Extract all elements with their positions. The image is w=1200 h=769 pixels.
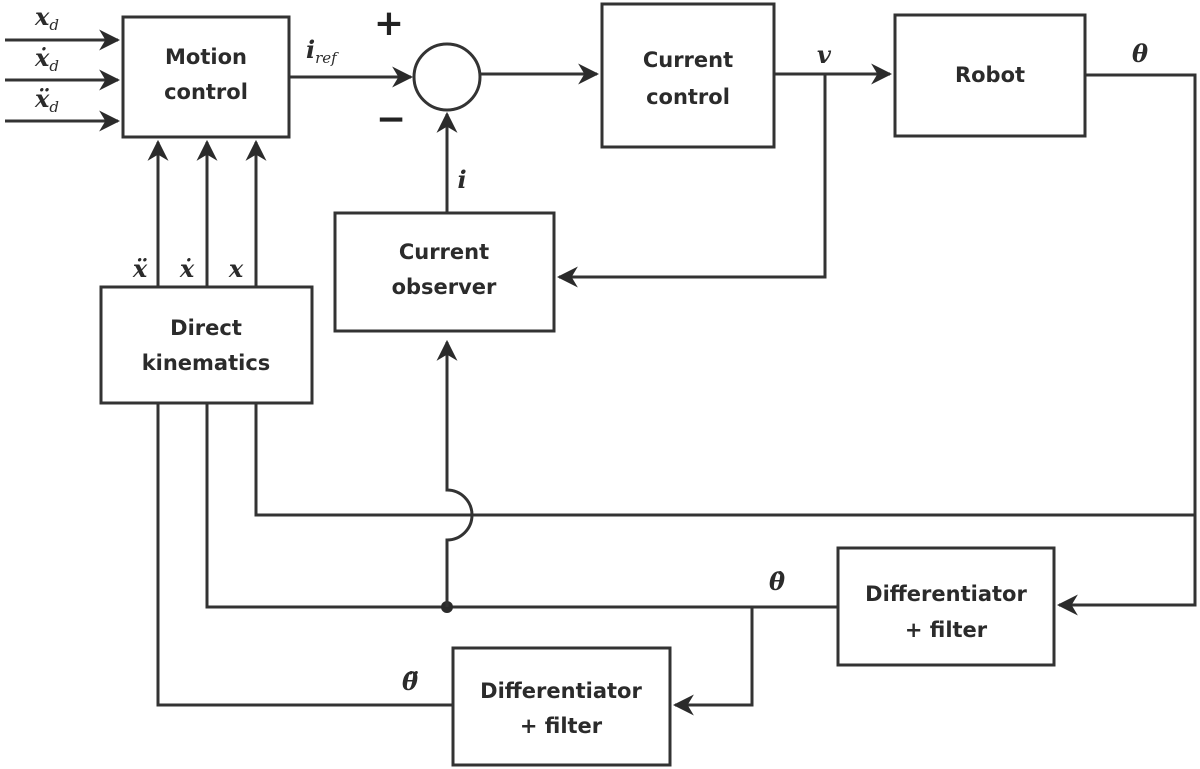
- differentiator-2-label-line1: Differentiator: [480, 679, 642, 703]
- current-control-label-line2: control: [646, 85, 730, 109]
- xd-label: xd: [34, 2, 59, 34]
- i-ref-label: iref: [306, 35, 339, 67]
- summing-junction: [412, 42, 482, 112]
- current-observer-label-line2: observer: [392, 275, 497, 299]
- differentiator-filter-block-1: Differentiator + filter: [836, 546, 1056, 667]
- theta-dot-to-kinematics-line: [205, 403, 838, 609]
- x-ddot-label: ẍ: [132, 254, 148, 283]
- theta-to-differentiator-line: [1056, 73, 1197, 616]
- robot-block: Robot: [893, 13, 1087, 138]
- i-label: i: [457, 165, 466, 194]
- theta-ddot-to-kinematics-line: [156, 403, 453, 707]
- direct-kinematics-label-line1: Direct: [170, 316, 242, 340]
- xd-ddot-label: ẍd: [34, 84, 59, 116]
- current-control-label-line1: Current: [643, 48, 733, 72]
- differentiator-filter-block-2: Differentiator + filter: [451, 646, 672, 767]
- motion-control-label-line1: Motion: [165, 45, 247, 69]
- theta-dot-label: θ̇: [769, 567, 785, 596]
- theta-dot-to-observer-line: [436, 339, 474, 607]
- current-observer-label-line1: Current: [399, 240, 489, 264]
- plus-sign: +: [374, 3, 404, 44]
- motion-control-label-line2: control: [164, 80, 248, 104]
- theta-dot-to-differentiator-line: [672, 607, 754, 716]
- robot-label: Robot: [955, 63, 1025, 87]
- theta-label: θ: [1132, 39, 1148, 68]
- motion-control-block: Motion control: [121, 15, 291, 139]
- xd-dot-label: ẋd: [34, 43, 59, 75]
- current-observer-block: Current observer: [333, 211, 556, 333]
- differentiator-1-label-line1: Differentiator: [865, 582, 1027, 606]
- x-dot-label: ẋ: [179, 254, 195, 283]
- x-label: x: [228, 254, 244, 283]
- direct-kinematics-label-line2: kinematics: [142, 351, 271, 375]
- differentiator-2-label-line2: + filter: [520, 714, 603, 738]
- current-control-block: Current control: [600, 2, 776, 149]
- v-label: v: [817, 40, 832, 69]
- direct-kinematics-block: Direct kinematics: [99, 285, 314, 405]
- voltage-to-observer-line: [556, 74, 827, 288]
- theta-ddot-label: θ̈: [402, 667, 418, 696]
- minus-sign: −: [376, 99, 406, 140]
- differentiator-1-label-line2: + filter: [905, 618, 988, 642]
- theta-to-kinematics-line: [254, 403, 1195, 517]
